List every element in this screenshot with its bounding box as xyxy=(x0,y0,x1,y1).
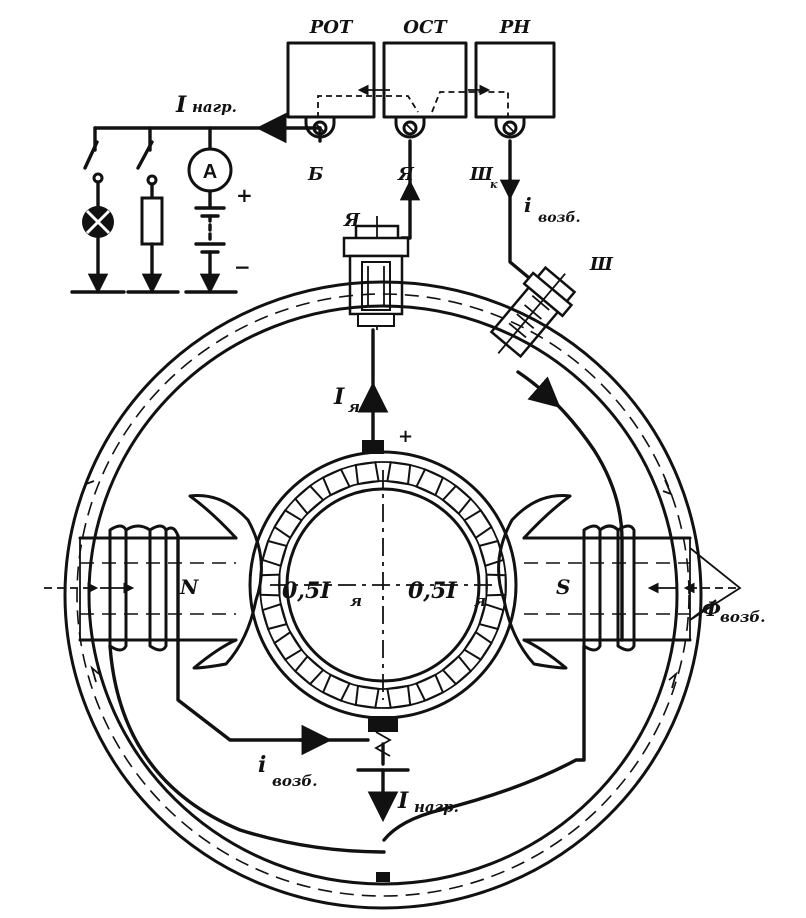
pole-n xyxy=(78,494,263,670)
armature-tooth xyxy=(293,654,325,686)
armature-tooth xyxy=(441,654,473,686)
armature-tooth xyxy=(463,509,493,540)
lamp-switch xyxy=(83,140,99,170)
armature-tooth xyxy=(386,461,412,486)
relay-rot-label: РОТ xyxy=(309,17,354,38)
armature-tooth xyxy=(273,509,303,540)
armature xyxy=(248,450,518,720)
armature-tooth xyxy=(354,461,380,486)
field-coil-n xyxy=(108,524,180,652)
armature-tooth xyxy=(485,573,507,597)
relay-rot-box: РОТ xyxy=(286,17,376,119)
brush-sh-label: Ш xyxy=(589,254,614,275)
brush-plus-label: + xyxy=(398,426,413,447)
armature-tooth xyxy=(478,602,505,631)
load-current-bottom-subscript: нагр. xyxy=(414,798,459,816)
terminal-b-label: Б xyxy=(307,164,323,185)
relay-ost-box: ОСТ xyxy=(382,17,468,119)
relay-rn-label: РН xyxy=(499,17,532,38)
half-current-left-subscript: я xyxy=(350,592,362,610)
armature-tooth xyxy=(354,684,380,709)
armature-tooth xyxy=(321,673,351,702)
load-current-bottom-label: I xyxy=(397,788,409,814)
flux-leader xyxy=(689,547,742,621)
field-coil-s xyxy=(582,524,636,652)
armature-tooth xyxy=(415,673,445,702)
field-lead xyxy=(499,139,536,284)
terminal-sh-label: Ш xyxy=(469,164,494,185)
lamp-icon xyxy=(82,206,114,238)
armature-tooth xyxy=(261,602,288,631)
load-circuit: A xyxy=(70,112,322,295)
load-current-top-subscript: нагр. xyxy=(192,98,237,116)
flux-label: Ф xyxy=(702,597,721,621)
pole-s xyxy=(497,494,692,670)
exc-current-top-label: i xyxy=(524,193,532,217)
terminal-ya-label: Я xyxy=(397,164,415,185)
terminal-ya xyxy=(402,120,418,136)
brush-ya xyxy=(342,216,410,330)
exc-current-bottom-label: i xyxy=(258,752,266,778)
relay-internal-links xyxy=(317,84,509,118)
battery-icon xyxy=(194,206,226,254)
armature-current-subscript: я xyxy=(348,398,360,416)
armature-tooth xyxy=(321,468,351,497)
field-winding-left xyxy=(108,534,386,854)
armature-tooth xyxy=(478,539,505,568)
pole-s-label: S xyxy=(556,575,570,599)
top-brush-contact xyxy=(362,440,384,454)
terminal-sh xyxy=(502,120,518,136)
armature-tooth xyxy=(463,630,493,661)
armature-current-label: I xyxy=(333,384,345,410)
armature-tooth xyxy=(293,484,325,516)
ammeter-label: A xyxy=(203,161,217,183)
armature-teeth xyxy=(259,461,507,709)
field-winding-right xyxy=(382,370,624,842)
battery-minus-label: − xyxy=(234,255,251,279)
armature-tooth xyxy=(441,484,473,516)
battery-plus-label: + xyxy=(236,183,253,207)
armature-current-wire xyxy=(357,328,389,454)
flux-subscript: возб. xyxy=(720,608,765,626)
brush-ya-label: Я xyxy=(343,210,361,231)
resistor-icon xyxy=(140,196,164,246)
exc-current-bottom-subscript: возб. xyxy=(272,772,317,790)
half-current-right-label: 0,5I xyxy=(408,578,457,604)
armature-tooth xyxy=(273,630,303,661)
relay-rn-box: РН xyxy=(474,17,556,119)
relay-ost-label: ОСТ xyxy=(403,17,448,38)
pole-n-label: N xyxy=(179,575,199,599)
armature-tooth xyxy=(386,684,412,709)
yoke-flux-arrows xyxy=(84,469,678,689)
resistor-switch xyxy=(136,140,154,170)
armature-tooth xyxy=(259,573,281,597)
bottom-brush xyxy=(356,716,410,882)
half-current-right-subscript: я xyxy=(474,592,486,610)
terminal-sh-subscript: к xyxy=(490,178,498,191)
load-current-top-label: I xyxy=(175,92,187,118)
armature-tooth xyxy=(415,468,445,497)
armature-lead xyxy=(399,139,421,240)
stator-yoke xyxy=(63,280,703,910)
half-current-left-label: 0,5I xyxy=(282,578,331,604)
relay-terminals xyxy=(304,115,526,139)
exc-current-top-subscript: возб. xyxy=(538,210,580,226)
brush-sh xyxy=(489,265,577,359)
armature-tooth xyxy=(261,539,288,568)
